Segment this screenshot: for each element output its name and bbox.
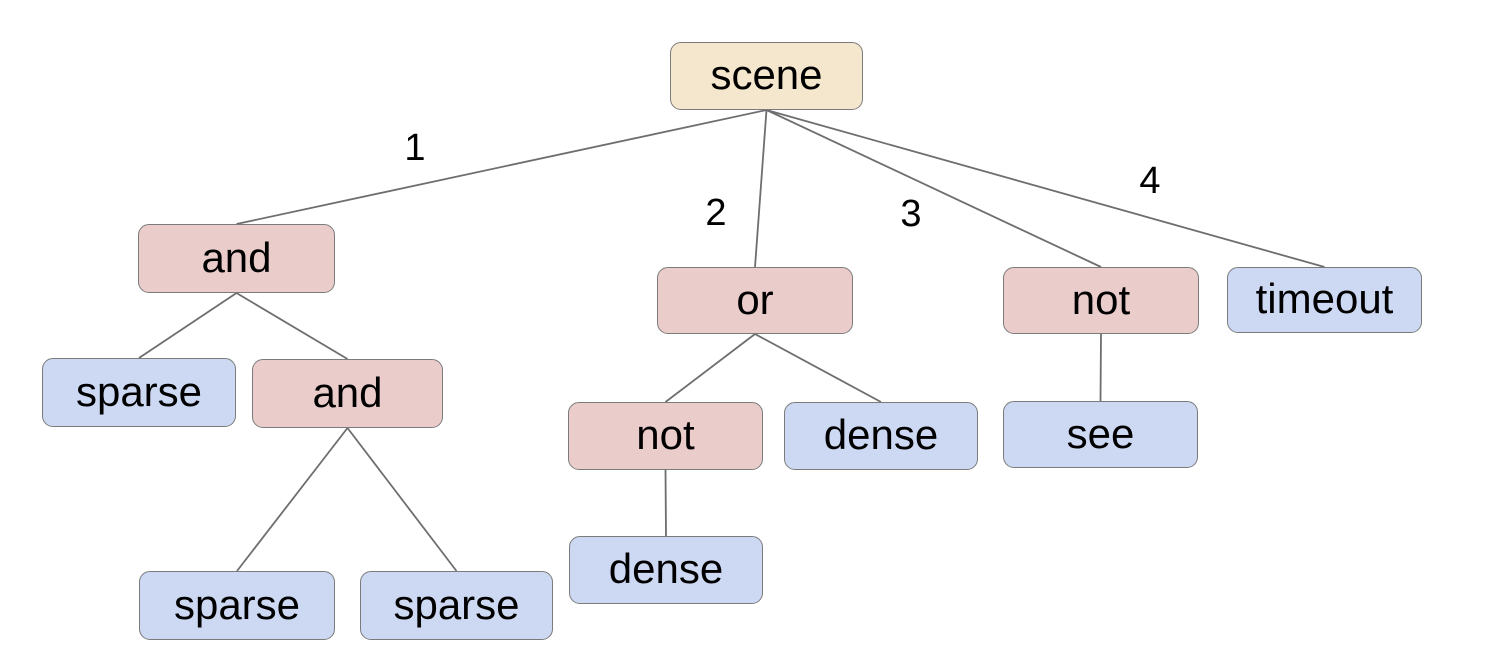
edge-scene-to-not-1 [766,109,1102,268]
edge-not-1-to-see [1099,333,1102,402]
edge-and-2-to-sparse-3 [346,427,458,572]
node-sparse-1: sparse [42,358,236,427]
node-scene: scene [670,42,863,110]
edge-scene-to-timeout [766,109,1325,268]
edge-and-2-to-sparse-2 [236,427,349,572]
node-scene-label: scene [710,51,823,98]
edge-scene-to-or [754,109,768,268]
node-sparse-3: sparse [360,571,553,640]
node-see-label: see [1066,409,1135,457]
node-dense-2-label: dense [608,545,724,592]
node-timeout-label: timeout [1255,275,1394,322]
edge-or-to-not-2 [664,333,756,403]
node-dense-1: dense [784,402,978,470]
node-not-1: not [1003,267,1199,334]
node-not-2-label: not [636,411,695,458]
edge-scene-to-and-1 [236,109,767,225]
node-and-2-label: and [312,368,383,416]
edge-and-1-to-sparse-1 [138,292,237,359]
node-and-1-label: and [201,233,272,281]
edge-label-3: 3 [900,193,922,235]
node-sparse-1-label: sparse [75,367,203,415]
node-not-2: not [568,402,763,470]
node-sparse-3-label: sparse [393,580,520,628]
edge-and-1-to-and-2 [236,292,348,360]
node-and-2: and [252,359,443,428]
node-and-1: and [138,224,335,293]
node-not-1-label: not [1071,275,1131,323]
node-sparse-2: sparse [139,571,335,640]
node-dense-2: dense [569,536,763,604]
edge-label-2: 2 [705,192,727,234]
node-timeout: timeout [1227,267,1422,333]
node-sparse-2-label: sparse [173,580,301,628]
edge-label-1: 1 [404,127,426,169]
node-dense-1-label: dense [823,411,939,458]
node-see: see [1003,401,1198,468]
edge-or-to-dense-1 [754,333,882,403]
node-or: or [657,267,853,334]
edge-label-4: 4 [1139,160,1161,202]
node-or-label: or [736,275,774,323]
edge-not-2-to-dense-2 [664,469,667,537]
